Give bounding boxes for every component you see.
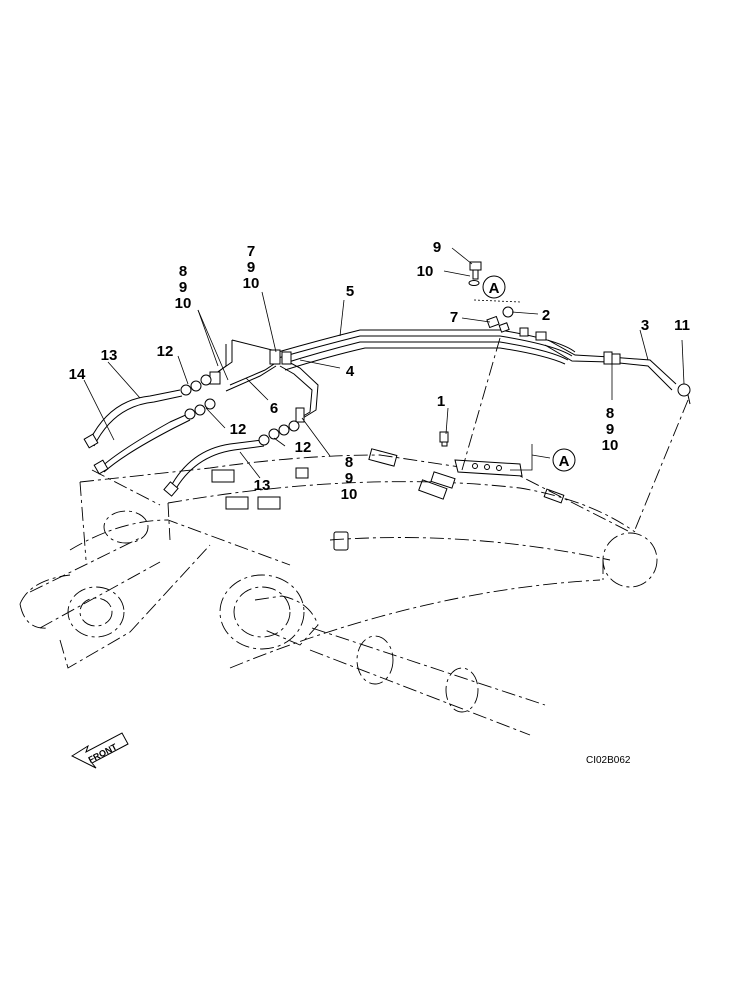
detail-marker-bottom: A — [552, 448, 576, 472]
clamps-fittings — [209, 261, 691, 489]
callout-12-upper: 12 — [157, 343, 174, 360]
callout-9-left: 9 — [179, 279, 187, 296]
callout-8-middle: 8 — [345, 454, 353, 471]
callout-9-right: 9 — [606, 421, 614, 438]
callout-3: 3 — [641, 317, 649, 334]
callout-labels: 7 9 10 8 9 10 5 4 6 13 14 12 12 12 13 8 … — [69, 239, 690, 503]
callout-10-right: 10 — [602, 437, 619, 454]
callout-9-top: 9 — [247, 259, 255, 276]
detail-marker-top: A — [482, 275, 506, 299]
callout-13-upper: 13 — [101, 347, 118, 364]
callout-8-left: 8 — [179, 263, 187, 280]
callout-8-right: 8 — [606, 405, 614, 422]
callout-12-middle: 12 — [230, 421, 247, 438]
callout-1: 1 — [437, 393, 445, 410]
callout-13-lower: 13 — [254, 477, 271, 494]
drawing-code: CI02B062 — [586, 755, 631, 766]
hoses — [83, 374, 300, 497]
callout-10-top: 10 — [243, 275, 260, 292]
boom-structure — [19, 454, 658, 736]
callout-7-top: 7 — [247, 243, 255, 260]
detail-marker-top-label: A — [489, 280, 500, 297]
callout-2: 2 — [542, 307, 550, 324]
front-arrow: FRONT — [70, 732, 129, 769]
callout-6: 6 — [270, 400, 278, 417]
callout-10-bolt: 10 — [417, 263, 434, 280]
callout-14: 14 — [69, 366, 86, 383]
callout-9-middle: 9 — [345, 470, 353, 487]
callout-12-lower: 12 — [295, 439, 312, 456]
callout-7-right: 7 — [450, 309, 458, 326]
callout-5: 5 — [346, 283, 354, 300]
callout-4: 4 — [346, 363, 355, 380]
detail-marker-bottom-label: A — [559, 453, 570, 470]
front-arrow-label: FRONT — [87, 741, 120, 765]
mounting-pads — [211, 448, 565, 551]
leader-lines — [83, 247, 689, 533]
callout-9-bolt: 9 — [433, 239, 441, 256]
callout-10-left: 10 — [175, 295, 192, 312]
callout-11: 11 — [674, 317, 690, 334]
callout-10-middle: 10 — [341, 486, 358, 503]
